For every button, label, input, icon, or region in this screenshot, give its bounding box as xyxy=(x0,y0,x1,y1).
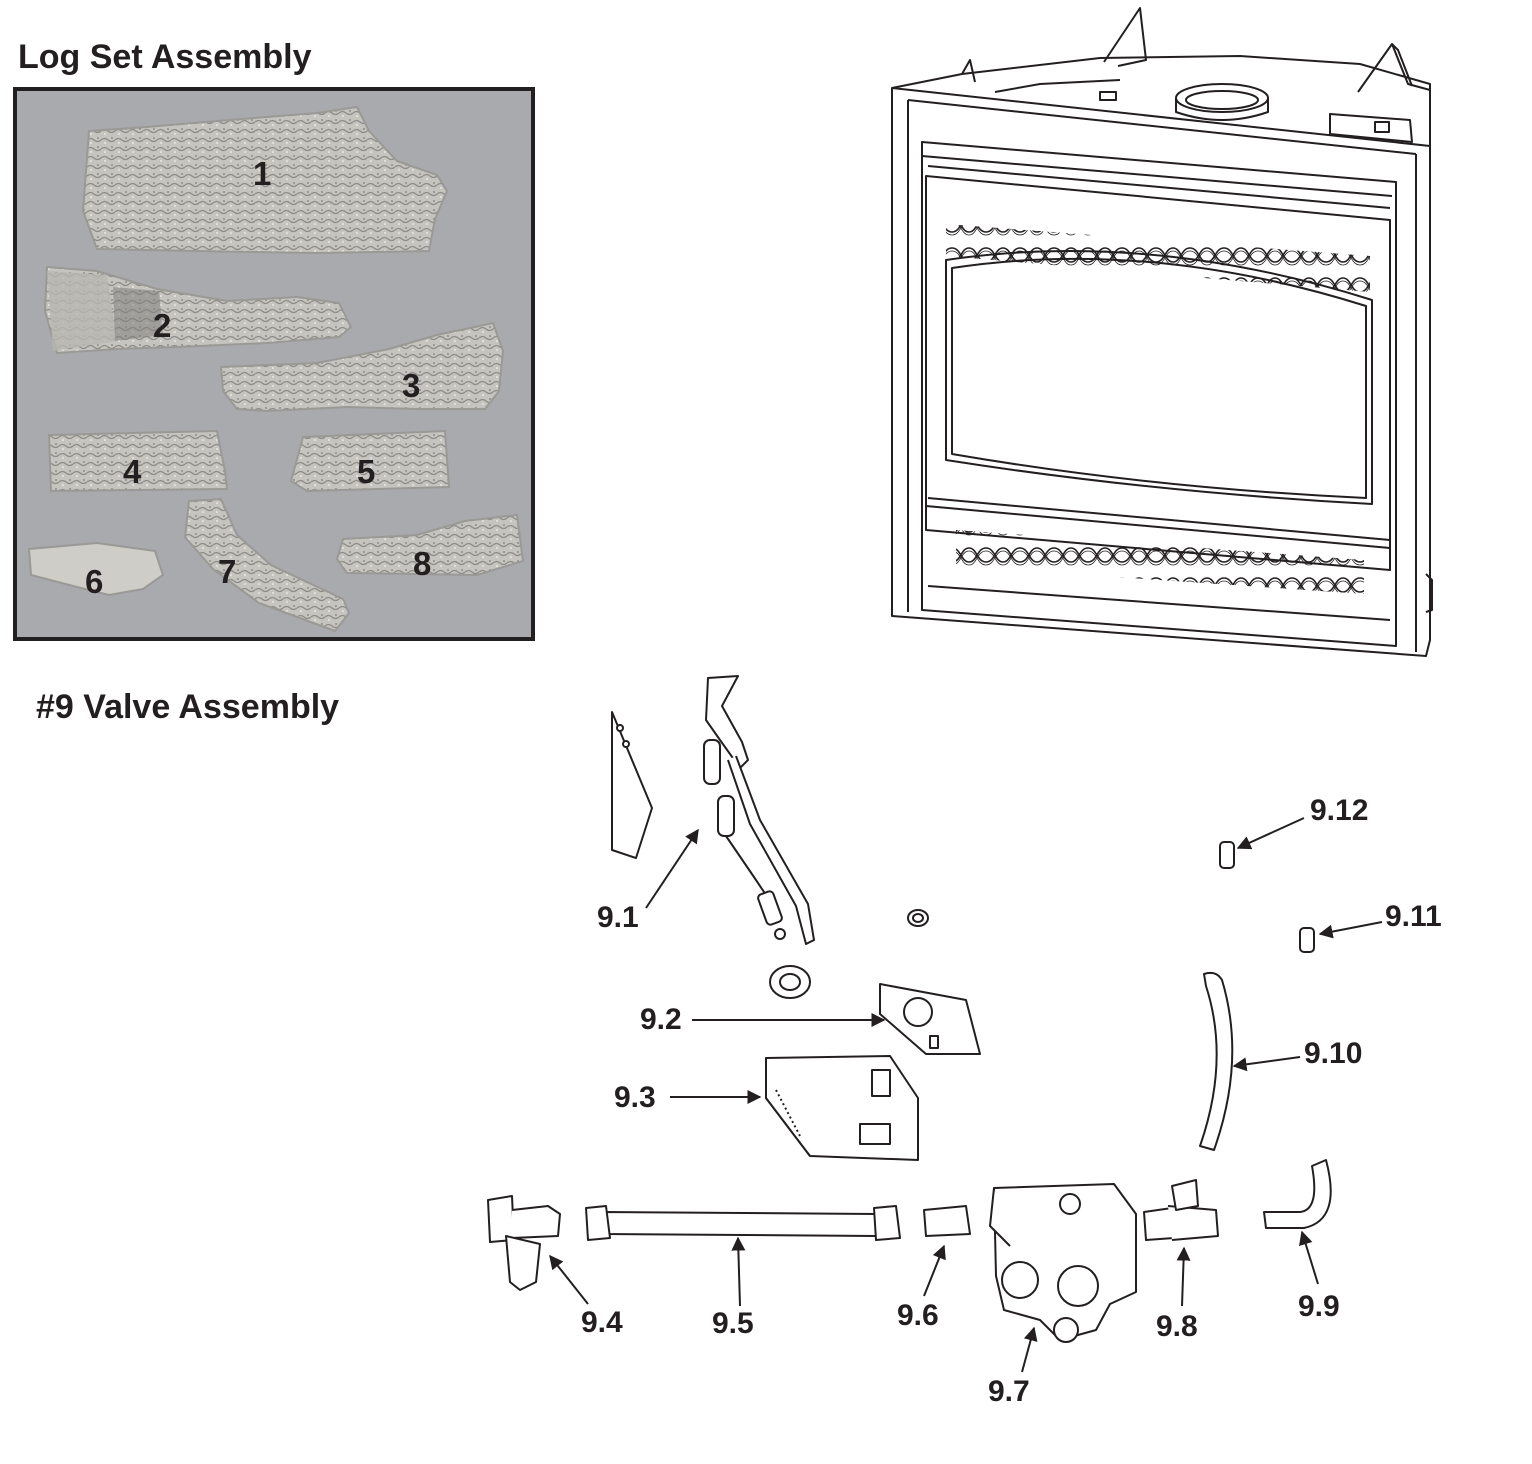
callout-9-4: 9.4 xyxy=(581,1306,623,1339)
log-label-3: 3 xyxy=(402,367,421,404)
log-label-4: 4 xyxy=(123,453,142,490)
callout-9-12: 9.12 xyxy=(1310,794,1369,827)
callout-9-8: 9.8 xyxy=(1156,1310,1198,1343)
orifice-9-12 xyxy=(1219,841,1235,869)
orifice-9-11 xyxy=(1299,927,1315,953)
gas-valve xyxy=(993,1183,1137,1341)
pilot-assembly xyxy=(705,675,749,769)
callout-9-9: 9.9 xyxy=(1298,1290,1340,1323)
callout-9-10: 9.10 xyxy=(1304,1037,1363,1070)
pilot-tube xyxy=(1199,971,1234,1151)
log-label-5: 5 xyxy=(357,453,376,490)
pilot-bracket xyxy=(611,711,653,859)
log-piece-1 xyxy=(81,105,449,255)
ignition-module xyxy=(765,1055,919,1161)
shutoff-valve xyxy=(487,1195,515,1243)
log-set-panel: 1 2 3 4 5 6 7 8 xyxy=(13,87,535,641)
callout-9-6: 9.6 xyxy=(897,1299,939,1332)
flexible-gas-line xyxy=(603,1211,877,1237)
callout-9-2: 9.2 xyxy=(640,1003,682,1036)
valve-assembly-diagram xyxy=(487,675,1383,1373)
callout-9-1: 9.1 xyxy=(597,901,639,934)
fireplace-illustration xyxy=(891,7,1433,657)
callout-9-3: 9.3 xyxy=(614,1081,656,1114)
log-label-8: 8 xyxy=(413,545,432,582)
log-label-1: 1 xyxy=(253,155,272,192)
log-piece-7 xyxy=(183,497,351,633)
log-piece-8 xyxy=(335,513,525,577)
callout-9-7: 9.7 xyxy=(988,1375,1030,1408)
log-piece-4 xyxy=(47,429,229,493)
log-pieces-photo xyxy=(27,105,525,633)
callout-9-11: 9.11 xyxy=(1385,900,1442,933)
log-set-title: Log Set Assembly xyxy=(18,38,312,76)
bent-tube xyxy=(1263,1159,1332,1229)
valve-assembly-title: #9 Valve Assembly xyxy=(36,688,340,726)
log-label-7: 7 xyxy=(218,553,237,590)
callout-9-5: 9.5 xyxy=(712,1307,754,1340)
log-label-6: 6 xyxy=(85,563,104,600)
fitting xyxy=(923,1205,971,1237)
log-piece-5 xyxy=(289,429,451,493)
log-piece-6 xyxy=(27,541,165,597)
log-piece-3 xyxy=(219,321,505,413)
log-label-2: 2 xyxy=(153,307,172,344)
